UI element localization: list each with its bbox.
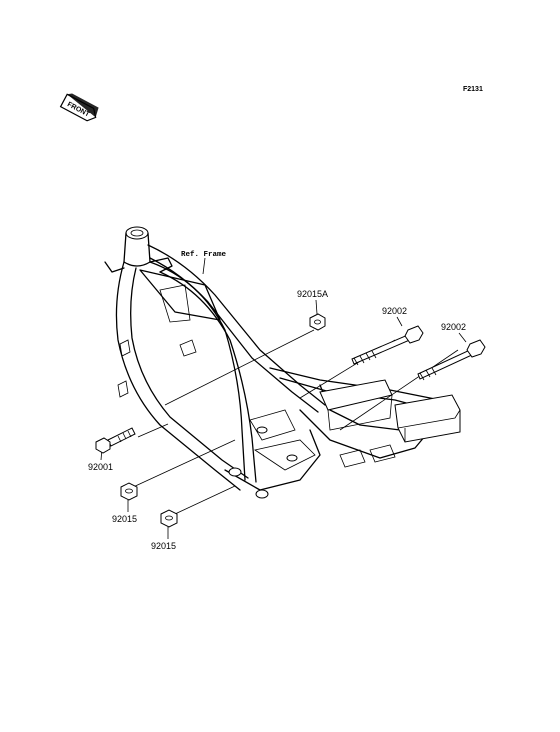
ref-frame-label: Ref. Frame <box>181 251 227 259</box>
svg-text:92001: 92001 <box>88 462 113 472</box>
frame-assembly <box>104 226 461 499</box>
part-92015-nut-b: 92015 <box>151 509 178 551</box>
part-92015A-nut: 92015A <box>297 289 328 331</box>
svg-text:92015: 92015 <box>112 514 137 524</box>
svg-text:92002: 92002 <box>382 306 407 316</box>
part-92002-bolt-b: 92002 <box>417 322 486 381</box>
svg-text:92002: 92002 <box>441 322 466 332</box>
front-direction-badge: FRONT <box>59 93 99 122</box>
assembly-guide-lines <box>130 329 459 515</box>
part-92001-bolt: 92001 <box>88 427 136 472</box>
svg-text:92015A: 92015A <box>297 289 328 299</box>
part-92002-bolt-a: 92002 <box>351 306 424 366</box>
ref-frame-leader <box>202 257 206 275</box>
part-92015-nut-a: 92015 <box>112 482 138 524</box>
figure-code: F2131 <box>463 86 483 93</box>
svg-text:92015: 92015 <box>151 541 176 551</box>
